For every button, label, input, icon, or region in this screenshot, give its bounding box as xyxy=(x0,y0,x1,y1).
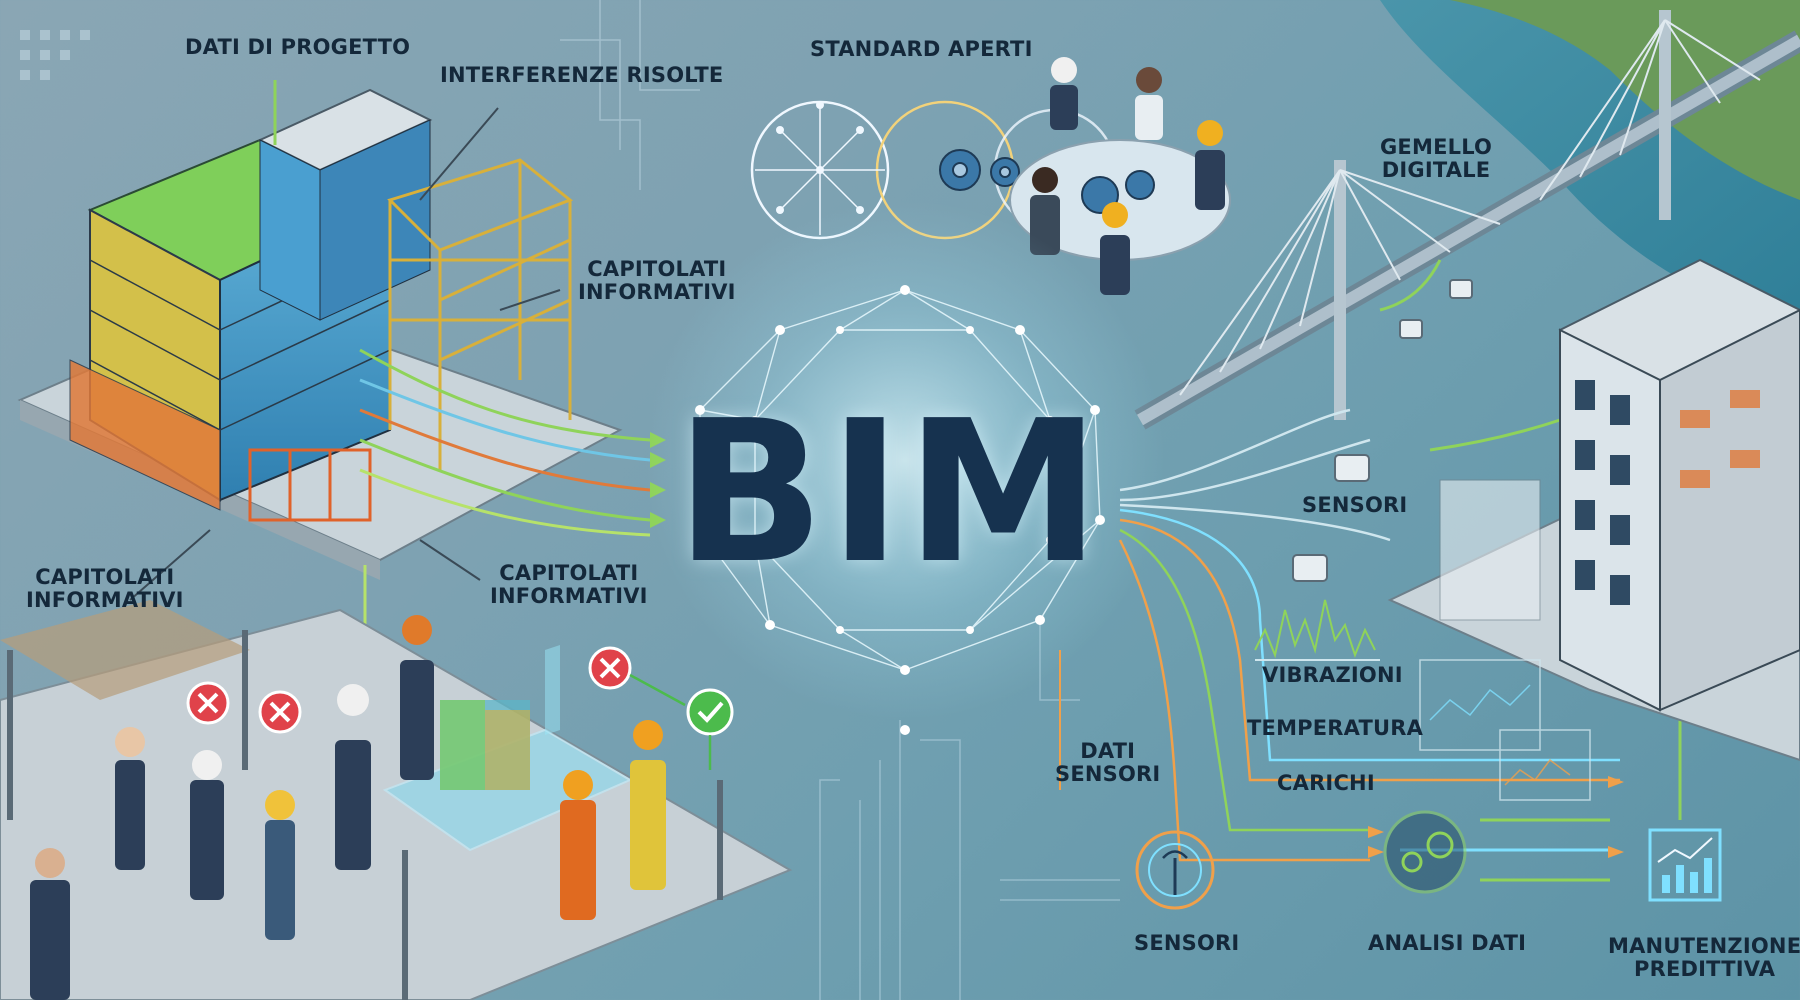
open-standards-network xyxy=(750,100,1117,240)
label-standard-aperti: STANDARD APERTI xyxy=(810,37,1033,61)
label-capitolati-left-line2: INFORMATIVI xyxy=(26,588,184,612)
bim-network-nodes xyxy=(695,285,1105,735)
label-capitolati-left: CAPITOLATI INFORMATIVI xyxy=(26,566,184,612)
label-gemello-line1: GEMELLO xyxy=(1380,135,1493,159)
label-capitolati-mid-line2: INFORMATIVI xyxy=(490,584,648,608)
label-capitolati-top-line1: CAPITOLATI xyxy=(587,257,727,281)
bim-building-model xyxy=(17,88,623,580)
label-manutenzione-predittiva: MANUTENZIONE PREDITTIVA xyxy=(1608,935,1800,981)
label-gemello-line2: DIGITALE xyxy=(1381,158,1491,182)
digital-twin-building xyxy=(1387,258,1800,762)
error-x-icon xyxy=(258,690,302,734)
bim-network xyxy=(699,289,1101,671)
label-carichi: CARICHI xyxy=(1277,771,1375,795)
label-capitolati-left-line1: CAPITOLATI xyxy=(35,565,175,589)
workers xyxy=(30,615,666,1000)
label-gemello-digitale: GEMELLO DIGITALE xyxy=(1380,136,1492,182)
check-icon xyxy=(686,688,734,736)
label-analisi-dati: ANALISI DATI xyxy=(1368,931,1527,955)
team-meeting xyxy=(1009,57,1231,295)
chart-trend-icon xyxy=(1648,828,1722,902)
label-manutenzione-line2: PREDITTIVA xyxy=(1634,957,1776,981)
label-capitolati-top-line2: INFORMATIVI xyxy=(578,280,736,304)
label-dati-di-progetto: DATI DI PROGETTO xyxy=(185,35,411,59)
sensor-devices xyxy=(1292,279,1473,582)
label-capitolati-mid-line1: CAPITOLATI xyxy=(499,561,639,585)
gear-icon xyxy=(939,149,1020,191)
label-manutenzione-line1: MANUTENZIONE xyxy=(1608,934,1800,958)
label-capitolati-mid: CAPITOLATI INFORMATIVI xyxy=(490,562,648,608)
bim-title: BIM xyxy=(675,379,1105,607)
construction-site xyxy=(0,600,793,1000)
holo-building xyxy=(440,700,530,790)
label-vibrazioni: VIBRAZIONI xyxy=(1262,663,1403,687)
circuit-background xyxy=(560,0,1120,1000)
label-dati-sensori-line1: DATI xyxy=(1080,739,1136,763)
label-interferenze-risolte: INTERFERENZE RISOLTE xyxy=(440,63,724,87)
analysis-gear-icon xyxy=(1383,810,1467,894)
cable-bridge xyxy=(1134,10,1800,430)
label-temperatura: TEMPERATURA xyxy=(1247,716,1424,740)
vibration-wave-chart xyxy=(1254,599,1380,661)
error-x-icon xyxy=(186,681,230,725)
error-x-icon xyxy=(588,646,632,690)
flow-arrowheads xyxy=(1368,776,1624,858)
label-capitolati-top: CAPITOLATI INFORMATIVI xyxy=(578,258,736,304)
monitor-charts xyxy=(1419,659,1591,801)
label-dati-sensori: DATI SENSORI xyxy=(1055,740,1160,786)
label-sensori-bottom: SENSORI xyxy=(1134,931,1240,955)
label-sensori-top: SENSORI xyxy=(1302,493,1408,517)
sensor-antenna-icon xyxy=(1135,830,1215,910)
label-dati-sensori-line2: SENSORI xyxy=(1055,762,1161,786)
